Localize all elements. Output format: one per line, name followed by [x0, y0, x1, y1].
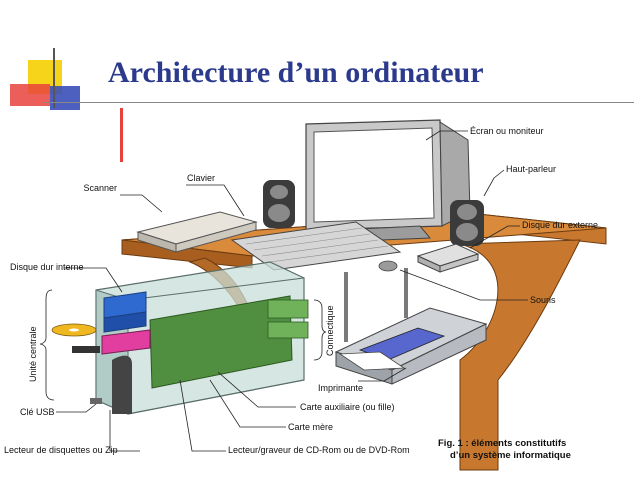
label-connectique: Connectique [325, 305, 335, 356]
label-clavier: Clavier [187, 173, 215, 183]
label-unite-centrale: Unité centrale [28, 326, 38, 382]
label-disque-interne: Disque dur interne [10, 262, 84, 272]
label-souris: Souris [530, 295, 556, 305]
caption-line-1: Fig. 1 : éléments constitutifs [438, 438, 566, 449]
external-disk [416, 243, 480, 273]
deco-horizontal-line [44, 102, 634, 103]
label-scanner: Scanner [83, 183, 117, 193]
deco-red-bar [120, 108, 123, 162]
label-cle-usb: Clé USB [20, 407, 55, 417]
deco-red-square [10, 84, 50, 106]
brackets [39, 289, 327, 401]
label-disque-externe: Disque dur externe [522, 220, 598, 230]
leader-lines [56, 130, 528, 452]
label-carte-mere: Carte mère [288, 422, 333, 432]
label-lecteur-cd: Lecteur/graveur de CD-Rom ou de DVD-Rom [228, 445, 410, 455]
mouse [378, 260, 398, 272]
label-imprimante: Imprimante [318, 383, 363, 393]
central-unit [51, 261, 309, 415]
scanner [136, 211, 258, 253]
slide-title: Architecture d’un ordinateur [108, 56, 484, 89]
printer [334, 307, 488, 385]
caption-line-2: d’un système informatique [450, 450, 571, 461]
label-carte-auxiliaire: Carte auxiliaire (ou fille) [300, 402, 395, 412]
monitor [305, 119, 471, 243]
deco-vertical-line [53, 48, 55, 108]
label-lecteur-disquettes: Lecteur de disquettes ou Zip [4, 445, 118, 455]
deco-blue-square [50, 86, 80, 110]
label-ecran: Écran ou moniteur [470, 126, 544, 136]
label-haut-parleur: Haut-parleur [506, 164, 556, 174]
keyboard [230, 221, 402, 271]
speakers [263, 180, 484, 246]
